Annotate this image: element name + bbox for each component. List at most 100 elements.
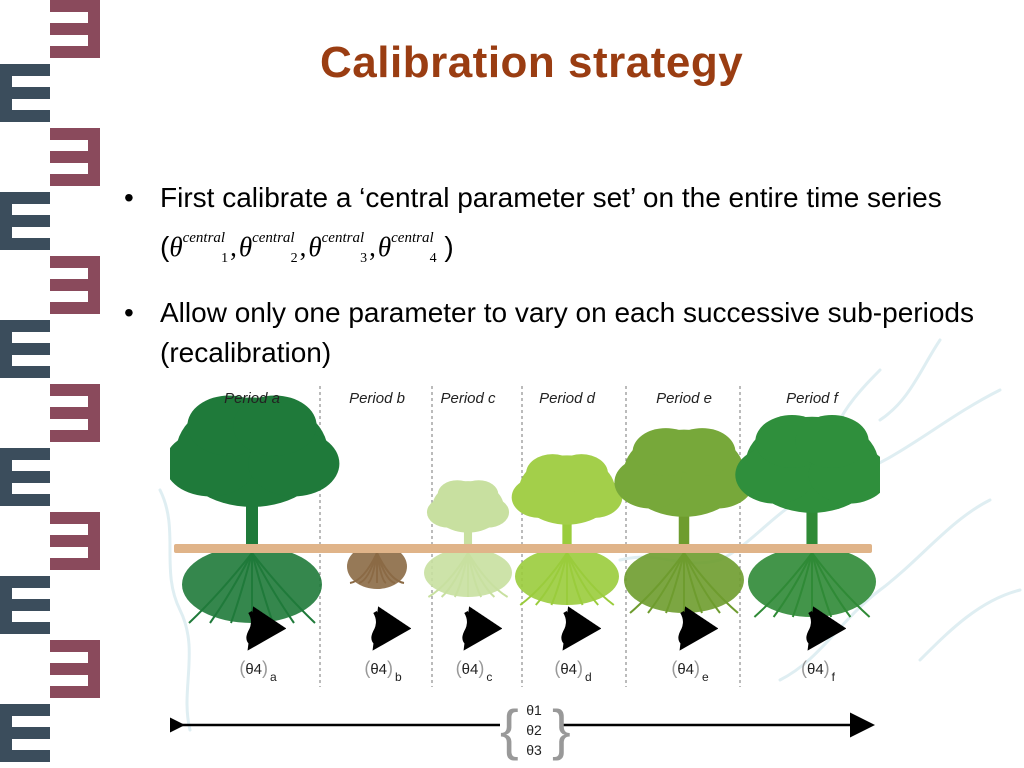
period-parameter: (θ4)e [671,658,709,684]
root-strand [467,552,509,598]
bullet-list: • First calibrate a ‘central parameter s… [118,178,998,387]
root-strand [791,552,813,618]
parameter-name: θ4 [806,661,824,678]
fixed-parameter: θ2 [526,722,542,738]
down-arrow [462,606,503,651]
bullet-dot: • [124,297,134,328]
parameter-name: θ4 [560,661,577,678]
root-strand [550,552,568,606]
left-decorative-pattern [0,0,100,762]
parameter-subscript: d [585,670,592,684]
period-parameter: (θ4)a [239,658,277,684]
theta-superscript: central [252,230,295,246]
theta-subscript: 3 [360,251,368,266]
tree-canopy [459,480,499,509]
tree-trunk [562,516,572,544]
theta-subscript: 1 [221,251,229,266]
period-parameter: (θ4)b [364,658,402,684]
root-strand [230,552,253,624]
theta-superscript: central [182,230,226,246]
root-strand [811,552,852,618]
parameter-name: θ4 [370,661,387,678]
bullet-text-end: ) [436,231,454,262]
period-label: Period e [656,390,712,407]
root-strand [453,552,469,598]
parameter-subscript: b [395,670,402,684]
parameter-name: θ4 [245,661,262,678]
period-label: Period b [349,390,405,407]
root-strand [427,552,469,598]
trees [170,395,880,624]
down-arrows [246,606,847,651]
root-strand [535,552,568,606]
left-brace: { [500,698,519,761]
root-strand [566,552,599,606]
tree-trunk [806,501,818,544]
tree-1 [170,395,340,624]
tree-4 [511,454,623,606]
parameter-subscript: e [702,670,709,684]
tree-trunk [463,526,473,544]
period-label: Period c [440,390,496,407]
tree-canopy [554,454,608,493]
root-strand [665,552,685,614]
root-strand [647,552,685,614]
period-parameter: (θ4)d [554,658,592,684]
tree-canopy [795,415,869,468]
root-strand [376,552,405,584]
parameter-subscript: a [270,670,277,684]
root-strand [251,552,316,624]
tree-2 [347,544,407,589]
bullet-item: • Allow only one parameter to vary on ea… [118,293,998,373]
theta-superscript: central [321,230,365,246]
fixed-parameter: θ1 [526,702,542,718]
root-strand [811,552,871,618]
root-strand [209,552,253,624]
root-strand [188,552,253,624]
calibration-figure: Period a Period b Period c Period d Period e… [170,382,880,767]
theta-superscript: central [391,230,434,246]
period-label: Period d [539,390,595,407]
period-label: Period f [786,390,838,407]
root-strand [683,552,739,614]
theta-symbol: θ [308,232,322,262]
tree-3 [424,480,512,598]
theta-subscript: 2 [290,251,298,266]
slide-title: Calibration strategy [320,38,744,87]
ground-bar [174,544,872,553]
tree-5 [614,428,754,614]
tree-trunk [678,506,690,544]
root-strand [629,552,685,614]
fixed-parameter: θ3 [526,742,542,758]
root-strand [772,552,813,618]
bullet-item: • First calibrate a ‘central parameter s… [118,178,998,279]
down-arrow [678,606,719,651]
tree-6 [735,415,880,618]
down-arrow [561,606,602,651]
figure-graphics [170,386,880,738]
parameter-name: θ4 [461,661,479,678]
bullet-text: Allow only one parameter to vary on each… [160,297,974,368]
period-label: Period a [224,390,280,407]
decor-blocks [0,0,100,762]
root-strand [519,552,568,606]
right-brace: } [552,698,571,761]
root-strand [251,552,295,624]
theta-subscript: 4 [429,251,437,266]
parameter-subscript: c [486,670,493,684]
fixed-parameter-stack: θ1 θ2 θ3 [516,700,552,760]
theta-symbol: θ [377,232,392,262]
root-strand [566,552,615,606]
period-parameter: (θ4)f [800,658,836,684]
root-strand [440,552,469,598]
central-parameter-set-formula: θcentral1,θcentral2,θcentral3,θcentral4 [169,230,437,266]
down-arrow [806,606,847,651]
down-arrow [246,606,287,651]
tree-canopy [233,395,317,456]
period-parameter: (θ4)c [455,658,493,684]
theta-symbol: θ [169,232,183,262]
parameter-subscript: f [831,670,836,684]
bullet-dot: • [124,182,134,213]
bullet-text: First calibrate a ‘central parameter set… [160,182,942,262]
root-strand [753,552,813,618]
